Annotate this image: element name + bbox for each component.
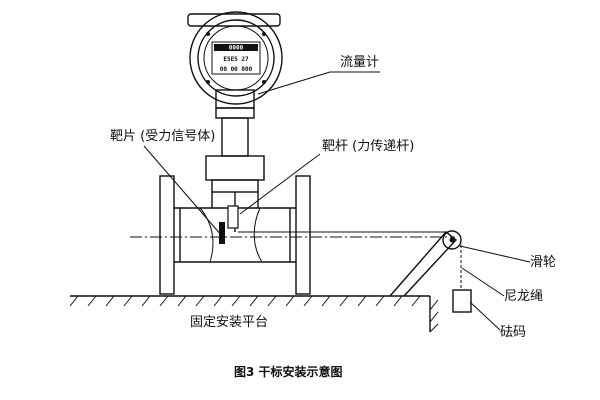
display-line-2: E5E5 27 [223,56,249,63]
pipe-body [130,175,455,295]
display-line-3: 00 00 000 [220,66,253,73]
label-nylon-rope: 尼龙绳 [504,289,543,304]
pulley-bracket [389,231,458,297]
label-target-rod: 靶杆 (力传递杆) [322,139,414,154]
figure-caption: 图3 干标安装示意图 [234,364,343,379]
target-plate [219,222,225,244]
display-line-1: 0000 [229,45,244,52]
left-flange [159,175,175,295]
label-pulley: 滑轮 [530,255,556,270]
mounting-collar [205,155,265,181]
flowmeter-assembly: 0000 E5E5 27 00 00 000 [187,11,283,208]
pulley-system [238,230,472,313]
weight [452,289,472,313]
flowmeter-stem [221,117,249,157]
label-flowmeter: 流量计 [340,55,379,70]
target-assembly [219,192,239,244]
leader-lines [143,71,531,331]
label-platform: 固定安装平台 [190,315,268,330]
label-target-plate: 靶片 (受力信号体) [110,129,215,144]
right-flange [295,175,311,295]
installation-platform [69,295,439,333]
flowmeter-head [189,11,283,105]
label-weight: 砝码 [500,325,526,340]
